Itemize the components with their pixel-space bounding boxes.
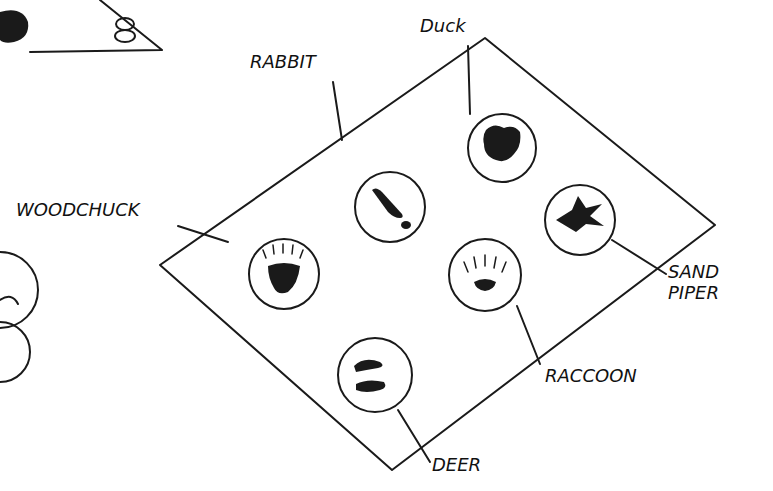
sandpiper-track: [556, 196, 604, 232]
partial-track: [0, 10, 28, 42]
woodchuck-track: [268, 263, 300, 293]
partial-circle: [0, 252, 38, 328]
track-label: DEER: [432, 455, 481, 476]
partial-track: [0, 297, 18, 304]
leader-line: [178, 226, 228, 242]
track-label: WOODCHUCK: [16, 200, 140, 221]
track-circle: [545, 185, 615, 255]
track-circle: [338, 338, 412, 412]
deer-track: [354, 360, 383, 372]
rabbit-track: [372, 188, 403, 218]
leader-line: [333, 82, 342, 140]
track-tray: [160, 38, 715, 470]
track-circle: [249, 239, 319, 309]
leader-line: [612, 240, 666, 274]
track-label: RACCOON: [545, 366, 637, 387]
toe-marks: [263, 244, 303, 258]
leader-line: [468, 46, 470, 114]
rabbit-track: [401, 221, 411, 229]
leader-line: [517, 306, 540, 364]
duck-track: [483, 125, 520, 161]
partial-tray: [30, 0, 162, 52]
track-mark: [115, 30, 135, 42]
track-circle: [468, 114, 536, 182]
track-mark: [116, 18, 134, 30]
track-circle: [355, 172, 425, 242]
raccoon-track: [474, 279, 496, 291]
track-label: SAND PIPER: [668, 262, 758, 303]
toe-marks: [464, 255, 506, 272]
track-label: RABBIT: [250, 52, 316, 73]
track-label: Duck: [420, 16, 466, 37]
leader-line: [398, 410, 430, 462]
track-circle: [449, 239, 521, 311]
deer-track: [356, 380, 385, 392]
partial-circle: [0, 322, 30, 382]
